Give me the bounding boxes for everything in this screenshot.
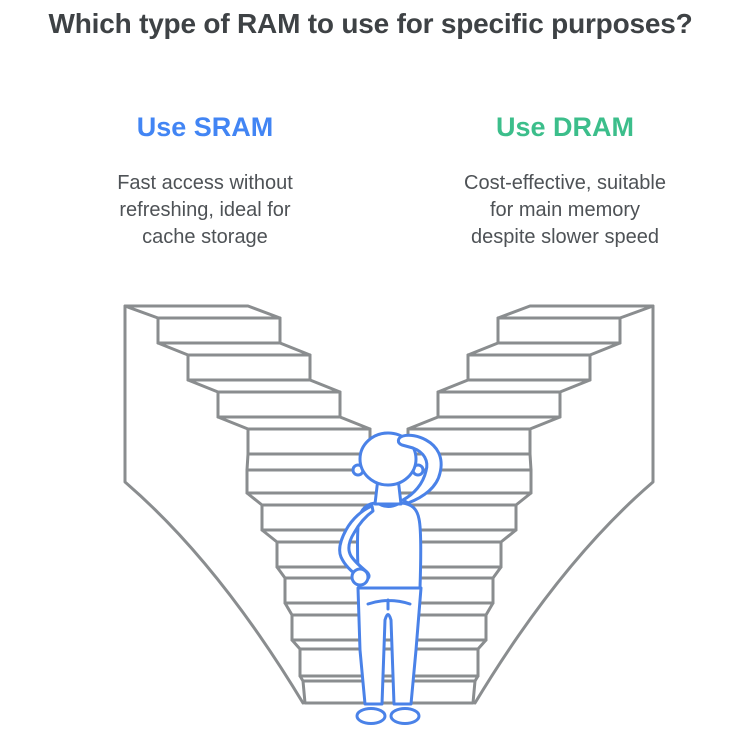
person-belt	[366, 598, 412, 611]
left-staircase	[123, 304, 372, 456]
dram-heading: Use DRAM	[495, 112, 635, 142]
sram-column: Use SRAM Fast access without refreshing,…	[55, 112, 355, 251]
dram-description-line: Cost-effective, suitable	[464, 172, 666, 194]
staircase-walls	[123, 304, 655, 705]
sram-description-line: refreshing, ideal for	[119, 199, 291, 221]
dram-column: Use DRAM Cost-effective, suitable for ma…	[415, 112, 715, 251]
sram-description: Fast access without refreshing, ideal fo…	[55, 170, 355, 251]
sram-heading: Use SRAM	[136, 112, 274, 142]
sram-description-line: Fast access without	[117, 172, 293, 194]
left-wall	[123, 304, 305, 705]
person-pants	[356, 586, 423, 706]
person-left-shoe	[355, 707, 387, 725]
staircase-illustration	[123, 304, 655, 725]
person-figure	[338, 431, 443, 725]
person-hip-hand	[350, 567, 370, 587]
page-title: Which type of RAM to use for specific pu…	[48, 8, 693, 39]
right-wall	[473, 304, 655, 705]
sram-description-line: cache storage	[142, 226, 268, 248]
person-raised-arm	[396, 433, 443, 505]
person-collar	[377, 502, 400, 508]
dram-description-line: for main memory	[489, 199, 641, 221]
dram-description-line: despite slower speed	[471, 226, 659, 248]
person-right-shoe	[389, 707, 421, 725]
right-staircase	[406, 304, 655, 456]
dram-description: Cost-effective, suitable for main memory…	[415, 170, 715, 251]
